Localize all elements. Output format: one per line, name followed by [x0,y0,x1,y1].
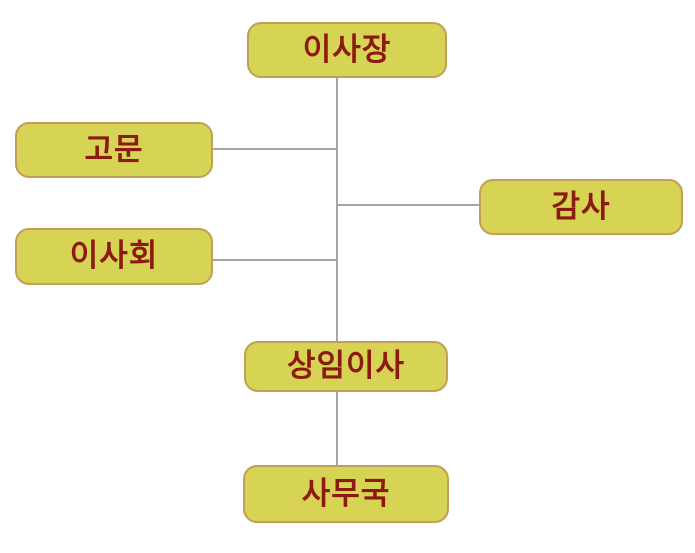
connector-chairman-to-executive [336,78,338,341]
org-node-advisor: 고문 [15,122,213,178]
org-node-chairman: 이사장 [247,22,447,78]
org-node-advisor-label: 고문 [84,131,144,167]
connector-executive-to-secretariat [336,392,338,465]
org-node-board-label: 이사회 [69,238,159,273]
org-node-executive: 상임이사 [244,341,448,392]
connector-auditor-branch [337,204,479,206]
org-node-auditor: 감사 [479,179,683,235]
org-node-board: 이사회 [15,228,213,285]
org-node-secretariat: 사무국 [243,465,449,523]
org-node-auditor-label: 감사 [551,188,611,224]
org-node-executive-label: 상임이사 [286,348,406,383]
org-node-secretariat-label: 사무국 [301,475,391,511]
org-node-chairman-label: 이사장 [302,31,392,67]
connector-advisor-branch [213,148,338,150]
connector-board-branch [213,259,338,261]
